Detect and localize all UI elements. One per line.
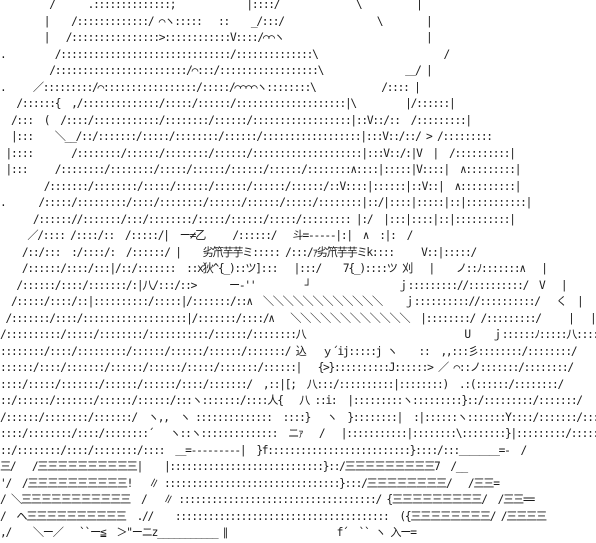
art-line: . /:::::/:::::::::/::::/::::::::/::::::/…	[0, 196, 532, 209]
art-line: / ヘ三三三三三三三三三三 .// ::::::::::::::::::::::…	[0, 509, 547, 523]
art-line: ::::::/::::/:::::::/::::::/::::::/:::::/…	[0, 361, 596, 374]
art-line: ,/ ＼ー／ ``ー≦ ＞"ーニz___________ ∥ f´ `` ヽ 入…	[0, 526, 417, 539]
art-line: /:::::://:::::::/:::/::::::::/:::::/::::…	[0, 212, 516, 226]
art-line: | /:::::::::::::/ ⌒ヽ::::: :: _/:::/ \ |	[0, 14, 433, 28]
art-line: ::/::::::/:::::::/::::::/::::::/:::ヽ::::…	[0, 394, 596, 407]
art-line: / .::::::::::::::; |::::/ \ |	[0, 0, 423, 11]
art-line: . /:::::::::::::::::::::::::::::::/:::::…	[0, 47, 450, 61]
art-line: /::::::::::/:::::/::::::::/:::::::::::/:…	[0, 328, 596, 341]
art-line: | /::::::::::::::::>::::::::::::V::::/⌒⌒…	[0, 31, 433, 44]
art-line: |::: ＼__/::/:::::::/:::::/::::::::/:::::…	[0, 130, 493, 143]
art-line: ／/:::: /::::/:: /:::::/| ー≠乙 /::::::/ 斗=…	[0, 229, 413, 242]
art-line: ::::::::/::::/:::::::::/::::::/::::::/::…	[0, 344, 578, 358]
art-line: /::::::/::::/:::|/::/::::::: ::x狄^{_)::ツ…	[0, 262, 548, 275]
art-line: / ＼三三三三三三三三三三三 / ∥ :::::::::::::::::::::…	[0, 493, 535, 506]
art-line: /::::::::::::::::::::::::/⌒:::/:::::::::…	[0, 64, 433, 77]
art-line: /::: ( /::::/::::::::::::/::::::::/:::::…	[0, 113, 472, 127]
art-line: ::/::::::::/::::/::::::::/:::: ＿=‐‐‐‐‐‐‐…	[0, 443, 527, 457]
art-line: /::::::/::::/:::::::/:|八/:::/::> ー‐'' ┘ …	[0, 278, 567, 292]
art-line: . ／:::::::::/⌒:::::::::::::::::/:::::/⌒⌒…	[0, 80, 421, 94]
art-line: |:::: /::::::::/::::::/::::::::/::::::/:…	[0, 146, 515, 160]
art-line: /:::::::/::::::::/:::::/::::::/::::::/::…	[0, 179, 522, 193]
art-line: /:::::/::::/::|::::::::::/:::::|/:::::::…	[0, 295, 584, 308]
art-line: /::::::/::::::::/:::::::/ ヽ,, ヽ ::::::::…	[0, 410, 596, 424]
art-line: ::::/:::::/:::::::/::::::/::::::/::::/::…	[0, 377, 596, 391]
art-line: ::::/::::::::/::::/::::::::´ ヽ::ヽ:::::::…	[0, 427, 596, 440]
art-line: |::: /::::::::/::::::::/:::::/::::::/:::…	[0, 163, 521, 176]
art-line: /:::::::/::::/:::::::::::::::::::|/:::::…	[0, 311, 596, 325]
art-line: /::/::: :/::::/: /::::::/ | 劣笊芋芋ミ::::: /…	[0, 245, 477, 259]
art-line: 三/ /三三三三三三三三三三| |:::::::::::::::::::::::…	[0, 460, 468, 473]
art-line: '/ /三三三三三三三三三三! ∥ ::::::::::::::::::::::…	[0, 476, 500, 490]
art-line: /::::::{ ,/::::::::::::::/:::::/::::::/:…	[0, 97, 455, 110]
